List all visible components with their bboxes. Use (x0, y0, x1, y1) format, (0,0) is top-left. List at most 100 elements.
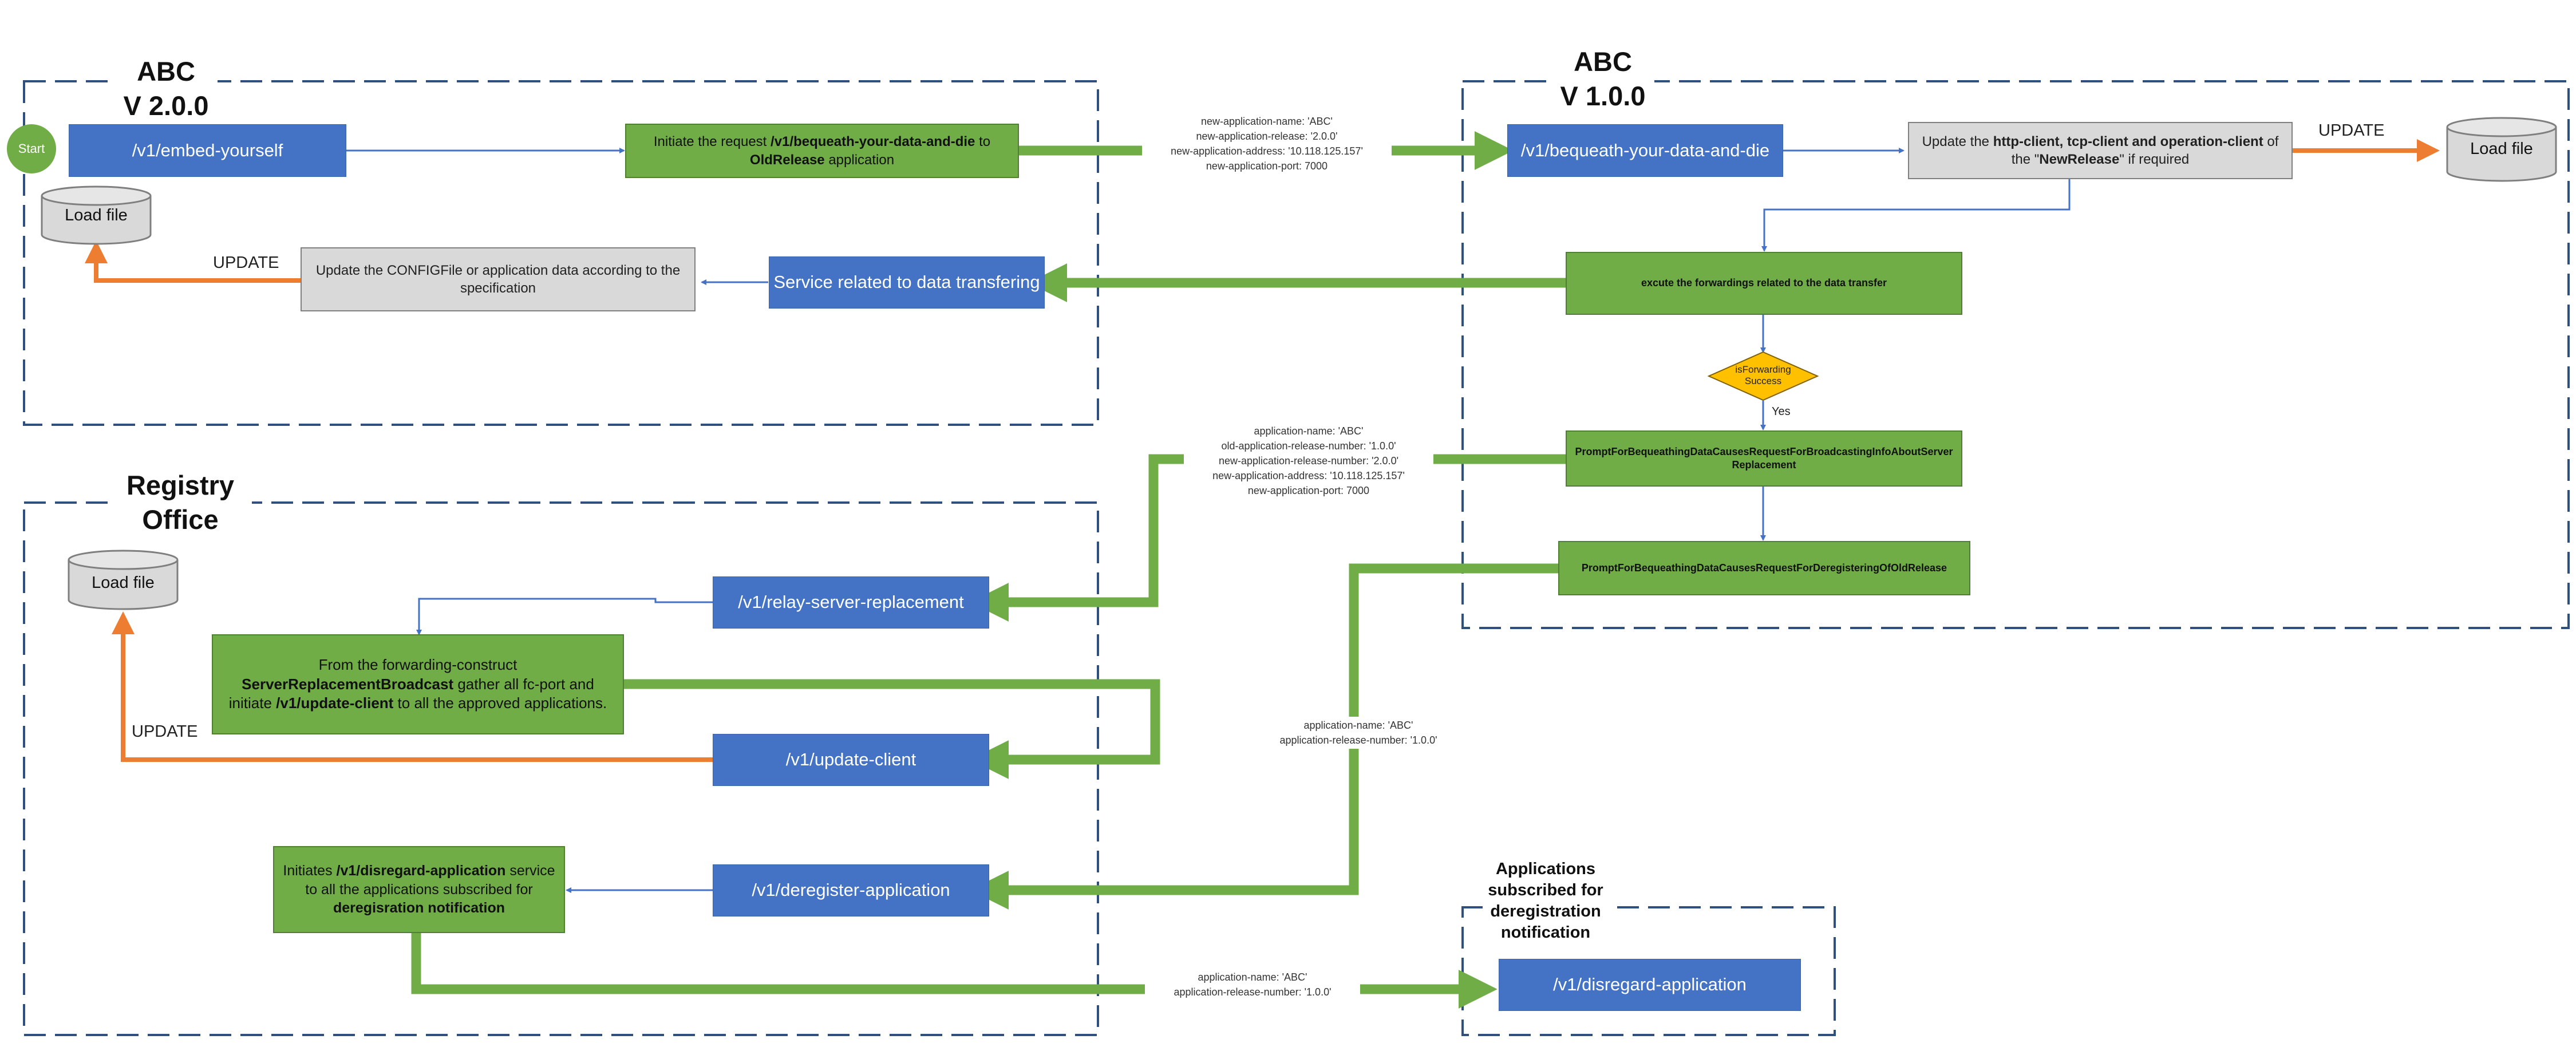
disregard-notification: deregisration notification (333, 900, 505, 916)
abc-v2-title: ABC V 2.0.0 (114, 54, 218, 124)
update-client-label: /v1/update-client (785, 749, 916, 770)
note-broadcast-line1: application-name: 'ABC' (1254, 425, 1364, 437)
initiates-disregard-box[interactable]: Initiates /v1/disregard-application serv… (273, 846, 565, 933)
embed-yourself-box[interactable]: /v1/embed-yourself (69, 124, 346, 177)
update-label-v1: UPDATE (2318, 121, 2385, 140)
service-data-transfer-label: Service related to data transfering (773, 272, 1040, 293)
broadcast-t1: From the forwarding-construct (318, 655, 517, 673)
note-new-app-line1: new-application-name: 'ABC' (1201, 116, 1333, 127)
connector-update-to-excute (1761, 179, 2071, 252)
decision-line2: Success (1744, 376, 1782, 387)
abc-v2-name: ABC (137, 56, 195, 86)
disregard-t1: Initiates (283, 863, 337, 879)
update-flow-config (85, 240, 301, 283)
prompt-deregister-box[interactable]: PromptForBequeathingDataCausesRequestFor… (1558, 541, 1970, 595)
load-file-label-v2: Load file (65, 206, 128, 224)
start-label: Start (18, 141, 45, 156)
excute-forwardings-box[interactable]: excute the forwardings related to the da… (1566, 252, 1962, 315)
server-replacement-broadcast-box[interactable]: From the forwarding-construct ServerRepl… (212, 634, 624, 734)
update-config-label: Update the CONFIGFile or application dat… (315, 262, 681, 296)
subscribers-line4: notification (1500, 923, 1591, 942)
abc-v2-version: V 2.0.0 (123, 90, 209, 121)
frame-abc-v1 (1461, 80, 2570, 629)
disregard-t2: service to all the applications subscrib… (305, 863, 555, 898)
broadcast-t3: to all the approved applications. (393, 694, 607, 712)
note-deregister: application-name: 'ABC' application-rele… (1251, 717, 1466, 749)
deregister-application-label: /v1/deregister-application (752, 880, 950, 900)
note-disregard: application-name: 'ABC' application-rele… (1145, 969, 1360, 1001)
connector-relay-to-forwarding (416, 598, 713, 635)
note-new-app-line2: new-application-release: '2.0.0' (1196, 131, 1338, 143)
initiate-request-path: /v1/bequeath-your-data-and-die (771, 134, 975, 150)
registry-line2: Office (142, 504, 219, 535)
subscribers-line1: Applications (1495, 860, 1595, 878)
bequeath-label: /v1/bequeath-your-data-and-die (1520, 140, 1770, 160)
note-broadcast: application-name: 'ABC' old-application-… (1184, 422, 1433, 500)
frame-abc-v2 (23, 80, 1099, 426)
initiate-request-oldrelease: OldRelease (749, 152, 825, 168)
initiate-request-text: Initiate the request /v1/bequeath-your-d… (634, 133, 1010, 168)
note-new-app-line3: new-application-address: '10.118.125.157… (1171, 145, 1363, 157)
disregard-application-label: /v1/disregard-application (1553, 974, 1747, 995)
decision-yes-label: Yes (1772, 405, 1791, 418)
relay-server-replacement-box[interactable]: /v1/relay-server-replacement (713, 576, 989, 629)
load-file-cylinder-v1 (2446, 117, 2557, 182)
initiate-request-t3: application (824, 152, 895, 168)
server-replacement-broadcast-text: From the forwarding-construct ServerRepl… (226, 655, 610, 713)
forwarding-decision-diamond (1707, 351, 1819, 401)
registry-line1: Registry (126, 470, 235, 500)
note-disregard-line2: application-release-number: '1.0.0' (1174, 986, 1332, 998)
load-file-cylinder-v2 (41, 185, 152, 245)
initiate-request-t1: Initiate the request (653, 134, 771, 150)
load-file-cylinder-registry (68, 550, 179, 610)
update-http-client-box[interactable]: Update the http-client, tcp-client and o… (1908, 122, 2293, 179)
note-disregard-line1: application-name: 'ABC' (1198, 971, 1307, 983)
update-client-box[interactable]: /v1/update-client (713, 734, 989, 786)
update-label-registry: UPDATE (132, 722, 198, 741)
broadcast-t2: gather all fc-port and initiate (228, 675, 594, 712)
update-http-clients: http-client, tcp-client and operation-cl… (1993, 133, 2263, 149)
note-new-application: new-application-name: 'ABC' new-applicat… (1142, 113, 1392, 175)
prompt-broadcast-box[interactable]: PromptForBequeathingDataCausesRequestFor… (1566, 430, 1962, 487)
update-flow-registry (112, 611, 713, 762)
subscribers-title: Applications subscribed for deregistrati… (1483, 859, 1609, 944)
update-http-newrelease: NewRelease (2039, 152, 2120, 167)
note-broadcast-line3: new-application-release-number: '2.0.0' (1218, 455, 1399, 467)
initiate-request-box[interactable]: Initiate the request /v1/bequeath-your-d… (625, 124, 1019, 178)
flow-disregard-broadcast (411, 933, 1498, 1009)
update-http-t3: " if required (2119, 152, 2190, 167)
note-deregister-line1: application-name: 'ABC' (1303, 720, 1413, 731)
broadcast-fc-name: ServerReplacementBroadcast (242, 675, 454, 693)
embed-yourself-label: /v1/embed-yourself (132, 140, 283, 160)
bequeath-box[interactable]: /v1/bequeath-your-data-and-die (1507, 124, 1783, 177)
abc-v1-version: V 1.0.0 (1560, 81, 1646, 112)
note-new-app-line4: new-application-port: 7000 (1206, 160, 1328, 172)
service-data-transfer-box[interactable]: Service related to data transfering (769, 256, 1045, 309)
flow-forwarding-to-update-client (624, 679, 1160, 779)
frame-registry (23, 501, 1099, 1036)
note-deregister-line2: application-release-number: '1.0.0' (1279, 734, 1437, 746)
start-node: Start (7, 124, 56, 173)
disregard-application-box[interactable]: /v1/disregard-application (1499, 959, 1801, 1011)
broadcast-update-client-path: /v1/update-client (276, 694, 394, 712)
disregard-path: /v1/disregard-application (336, 863, 506, 879)
update-http-t2: of the " (2011, 133, 2279, 167)
abc-v1-name: ABC (1574, 46, 1632, 77)
note-broadcast-line4: new-application-address: '10.118.125.157… (1212, 470, 1405, 482)
prompt-broadcast-label: PromptForBequeathingDataCausesRequestFor… (1575, 445, 1953, 471)
relay-server-replacement-label: /v1/relay-server-replacement (738, 592, 964, 613)
note-broadcast-line2: old-application-release-number: '1.0.0' (1221, 440, 1396, 452)
update-config-box[interactable]: Update the CONFIGFile or application dat… (301, 247, 696, 311)
update-label-v2: UPDATE (213, 254, 279, 272)
update-http-t1: Update the (1922, 133, 1993, 149)
decision-label: isForwarding Success (1714, 364, 1812, 388)
load-file-label-v1: Load file (2470, 140, 2533, 158)
prompt-deregister-label: PromptForBequeathingDataCausesRequestFor… (1581, 562, 1947, 574)
update-http-client-text: Update the http-client, tcp-client and o… (1918, 133, 2282, 168)
load-file-label-registry: Load file (92, 574, 155, 592)
registry-office-title: Registry Office (109, 468, 252, 538)
abc-v1-title: ABC V 1.0.0 (1551, 45, 1654, 114)
deregister-application-box[interactable]: /v1/deregister-application (713, 864, 989, 916)
initiates-disregard-text: Initiates /v1/disregard-application serv… (282, 862, 556, 918)
